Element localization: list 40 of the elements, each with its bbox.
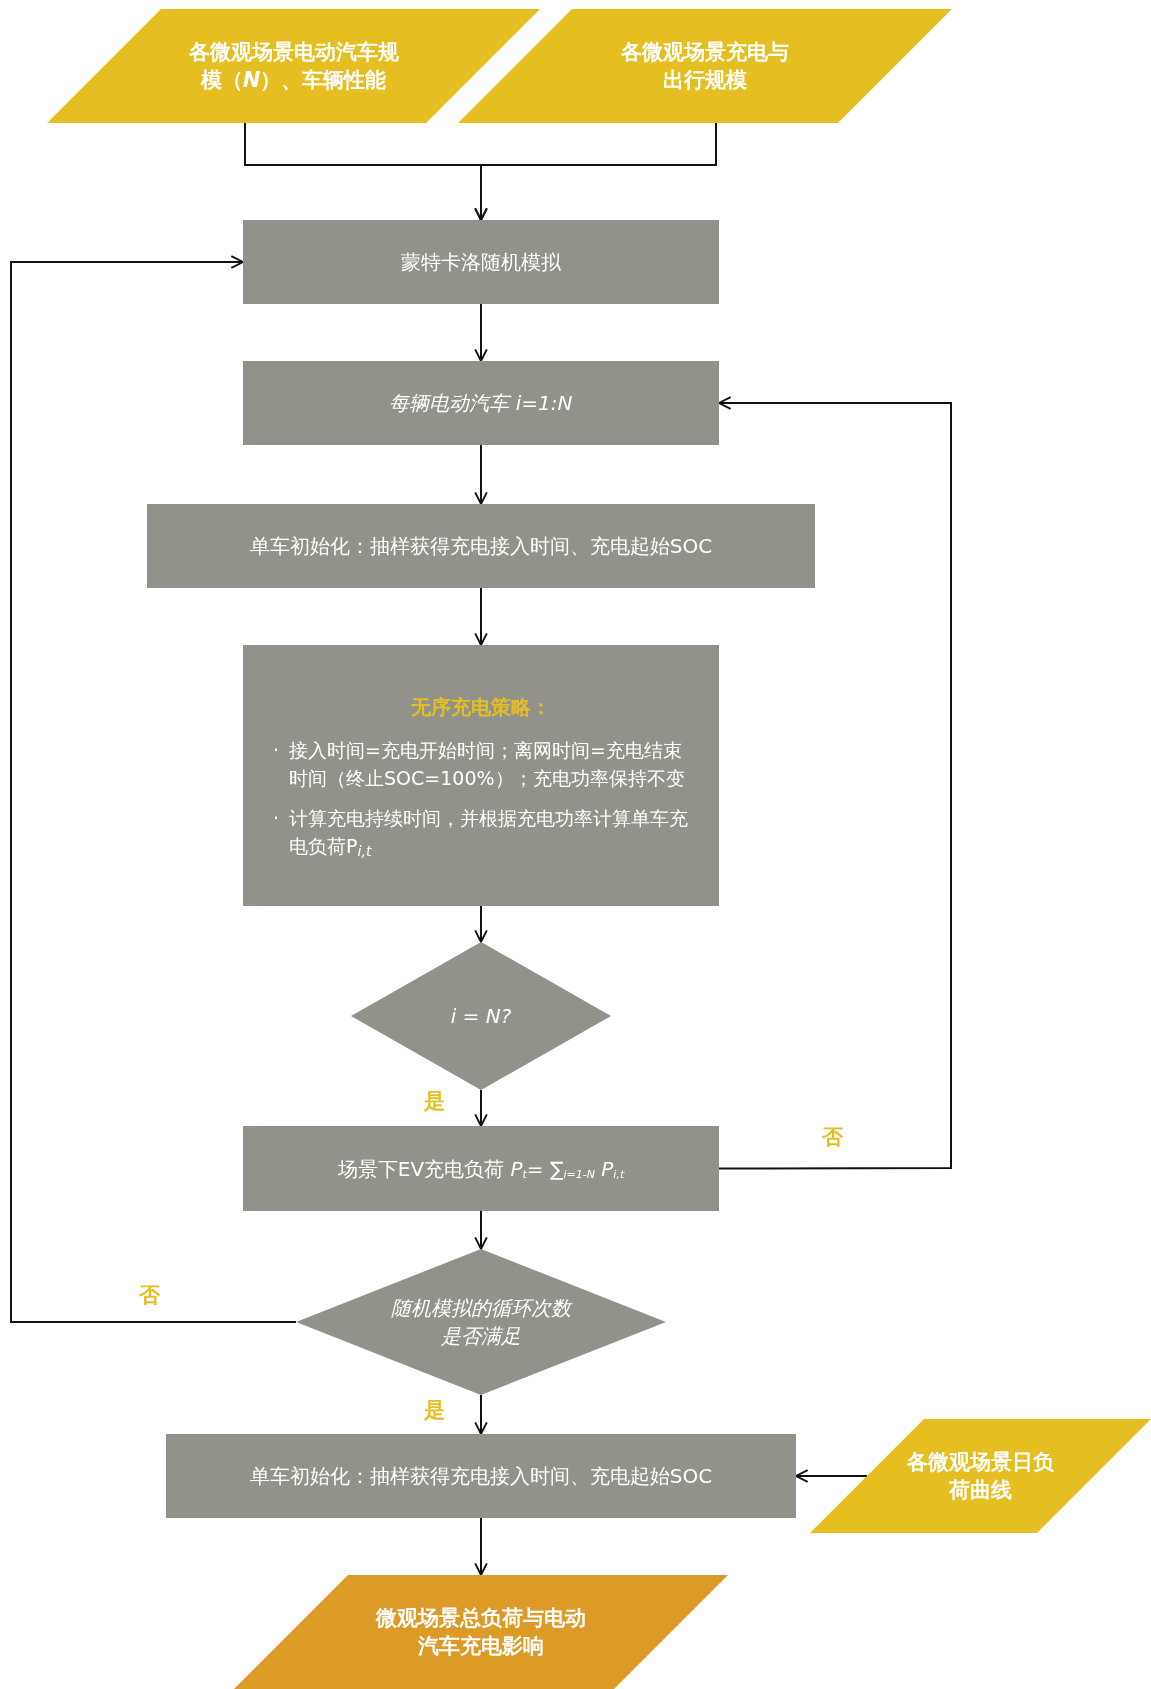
node-text: 微观场景总负荷与电动汽车充电影响: [374, 1605, 587, 1660]
bullet-text: 接入时间=充电开始时间；离网时间=充电结束时间（终止SOC=100%）；充电功率保持不变: [289, 737, 686, 791]
parallelogram-shape: [810, 1419, 1151, 1533]
arrow: [718, 396, 952, 1170]
arrow: [474, 1210, 488, 1250]
arrow: [474, 444, 488, 505]
parallelogram-shape: [234, 1575, 728, 1689]
process-box: [243, 645, 719, 906]
box-text: 场景下EV充电负荷 P$_{t}$= ∑$_{i=1-N}$ P$_{i,t}$: [337, 1155, 625, 1184]
arrow: [474, 1517, 488, 1576]
box-heading: 无序充电策略：: [411, 693, 551, 721]
arrow: [10, 255, 297, 1323]
node-text: 各微观场景电动汽车规模（N）、车辆性能: [187, 39, 400, 94]
decision-diamond: [296, 1249, 666, 1395]
process-box: [166, 1434, 796, 1518]
arrow: [474, 122, 717, 221]
node-text: 各微观场景充电与出行规模: [620, 39, 790, 94]
bullet-dot: ·: [273, 737, 281, 763]
process-box: [243, 1126, 719, 1211]
box-text: 单车初始化：抽样获得充电接入时间、充电起始SOC: [249, 1463, 713, 1490]
bullet-text: 计算充电持续时间，并根据充电功率计算单车充电负荷P$_{i,t}$: [289, 805, 689, 860]
arrow: [474, 1089, 488, 1127]
node-text: 各微观场景日负荷曲线: [906, 1449, 1055, 1504]
process-box: [243, 361, 719, 445]
parallelogram-shape: [47, 9, 540, 123]
arrow: [474, 1394, 488, 1435]
arrow: [474, 303, 488, 362]
process-box: [147, 504, 815, 588]
parallelogram-shape: [458, 9, 952, 123]
process-box: [243, 220, 719, 304]
bullet-dot: ·: [273, 805, 281, 831]
node-text: i = N?: [449, 1003, 513, 1030]
box-text: 每辆电动汽车 i=1:N: [389, 390, 573, 417]
decision-diamond: [351, 942, 611, 1090]
arrow: [474, 905, 488, 943]
box-text: 单车初始化：抽样获得充电接入时间、充电起始SOC: [249, 533, 713, 560]
box-text: 蒙特卡洛随机模拟: [401, 249, 561, 276]
arrow: [795, 1469, 868, 1483]
node-text: 随机模拟的循环次数是否满足: [390, 1295, 574, 1350]
arrow: [474, 587, 488, 646]
